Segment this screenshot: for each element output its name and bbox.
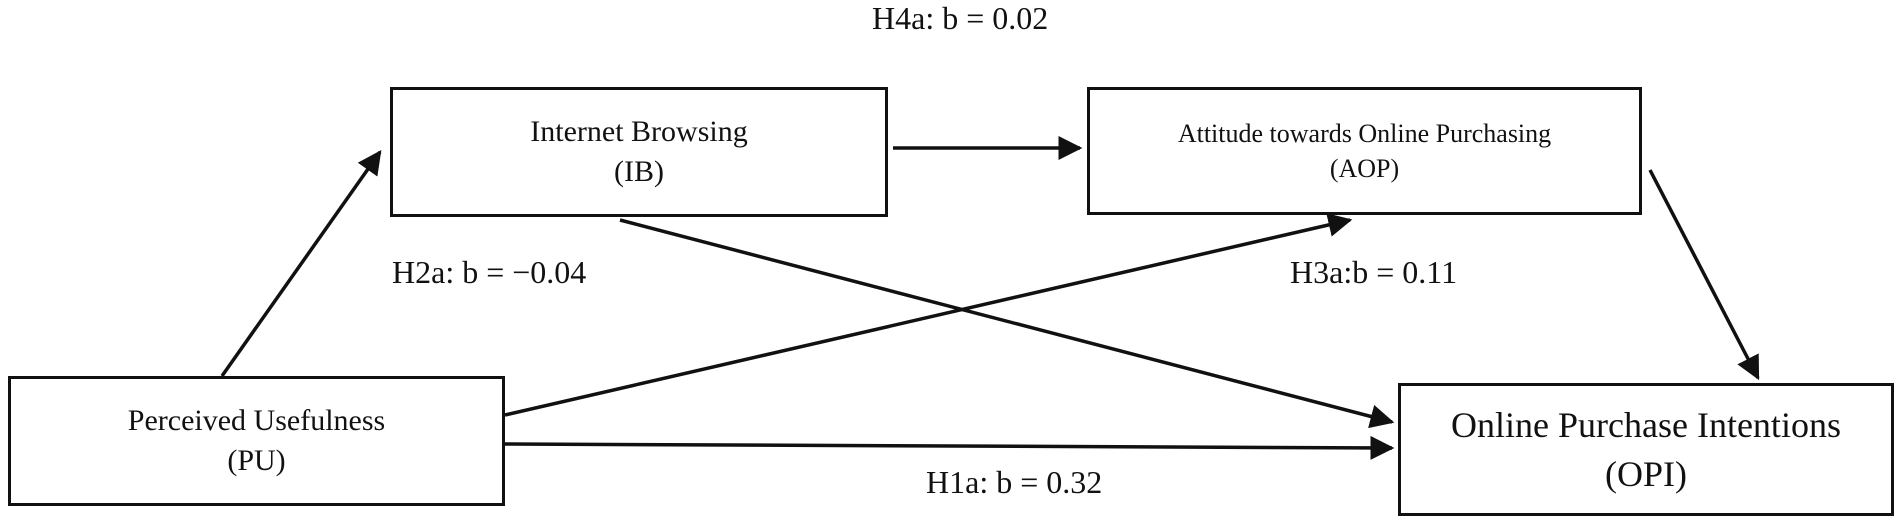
path-label-h1a: H1a: b = 0.32 xyxy=(926,464,1103,500)
node-opi-title: Online Purchase Intentions xyxy=(1451,404,1841,445)
path-label-h4a: H4a: b = 0.02 xyxy=(872,0,1049,36)
node-perceived-usefulness: Perceived Usefulness (PU) xyxy=(8,376,505,506)
path-label-h3a: H3a:b = 0.11 xyxy=(1290,254,1458,290)
node-ib-abbr: (IB) xyxy=(614,155,664,188)
node-online-purchase-intentions: Online Purchase Intentions (OPI) xyxy=(1398,383,1894,516)
node-attitude-online-purchasing: Attitude towards Online Purchasing (AOP) xyxy=(1087,87,1642,215)
arrow-ib-to-opi xyxy=(619,218,1395,429)
arrow-pu-to-aop xyxy=(504,213,1353,417)
arrow-pu-to-ib xyxy=(220,150,382,378)
node-pu-title: Perceived Usefulness xyxy=(127,403,386,437)
node-pu-abbr: (PU) xyxy=(227,444,286,477)
node-aop-title: Attitude towards Online Purchasing xyxy=(1177,118,1552,148)
node-internet-browsing: Internet Browsing (IB) xyxy=(390,87,888,217)
node-opi-abbr: (OPI) xyxy=(1605,453,1687,494)
arrow-aop-to-opi xyxy=(1648,169,1760,381)
node-ib-title: Internet Browsing xyxy=(530,114,748,148)
path-label-h2a: H2a: b = −0.04 xyxy=(392,254,587,290)
node-aop-abbr: (AOP) xyxy=(1329,154,1400,183)
arrow-pu-to-opi xyxy=(504,435,1395,460)
